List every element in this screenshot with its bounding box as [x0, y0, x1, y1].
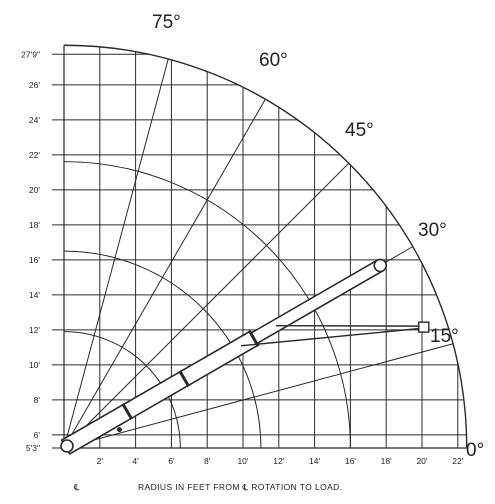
x-tick-label: 10' — [237, 456, 248, 466]
x-tick-label: 8' — [204, 456, 211, 466]
centerline-mark: ℄ — [73, 482, 80, 492]
boom-collar — [178, 370, 190, 388]
angle-labels: 75° 60° 45° 30° 15° 0° — [152, 12, 484, 461]
angle-label-75: 75° — [152, 12, 181, 33]
y-tick-label: 26' — [29, 80, 40, 90]
angle-ray-60 — [63, 98, 266, 449]
angle-ray-75 — [63, 58, 169, 449]
y-tick-label: 6' — [34, 430, 41, 440]
x-tick-label: 12' — [273, 456, 284, 466]
x-tick-label: 20' — [416, 456, 427, 466]
x-tick-label: 18' — [381, 456, 392, 466]
y-axis-ticks: 27'9" 26' 24' 22' 20' 18' 16' 14' 12' 10' 8' 6' 5'3" — [21, 49, 40, 453]
x-axis-ticks: 2' 4' 6' 8' 10' 12' 14' 16' 18' 20' 22' — [97, 456, 464, 466]
y-tick-label: 10' — [29, 360, 40, 370]
angle-label-60: 60° — [259, 50, 288, 71]
boom-angle-rays — [63, 58, 454, 449]
x-tick-label: 2' — [97, 456, 104, 466]
jib-strut-lower — [241, 327, 424, 347]
angle-label-15: 15° — [430, 326, 459, 347]
boom-pivot — [60, 439, 74, 453]
y-tick-label: 18' — [29, 220, 40, 230]
x-tick-label: 22' — [452, 456, 463, 466]
boom-collar — [121, 402, 134, 421]
y-tick-label: 5'3" — [26, 443, 40, 453]
angle-label-0: 0° — [466, 440, 484, 461]
y-tick-label: 8' — [34, 395, 41, 405]
y-tick-label: 12' — [29, 325, 40, 335]
grid-lines — [52, 45, 467, 449]
boom-link-pin — [116, 427, 122, 433]
x-tick-label: 4' — [132, 456, 139, 466]
y-tick-label: 22' — [29, 150, 40, 160]
angle-ray-15 — [63, 343, 454, 449]
y-tick-label: 27'9" — [21, 49, 40, 59]
boom-tip-sheave — [373, 258, 388, 273]
x-axis-title: RADIUS IN FEET FROM ℄ ROTATION TO LOAD. — [138, 482, 342, 492]
x-tick-label: 6' — [168, 456, 175, 466]
y-tick-label: 14' — [29, 290, 40, 300]
angle-label-45: 45° — [345, 120, 374, 141]
x-tick-label: 14' — [309, 456, 320, 466]
boom-base-section — [60, 330, 259, 456]
angle-ray-45 — [63, 162, 350, 449]
y-tick-label: 20' — [29, 185, 40, 195]
y-tick-label: 16' — [29, 255, 40, 265]
x-tick-label: 16' — [345, 456, 356, 466]
hook-block — [418, 321, 430, 333]
angle-label-30: 30° — [418, 220, 447, 241]
boom-drawing — [60, 258, 430, 456]
y-tick-label: 24' — [29, 115, 40, 125]
